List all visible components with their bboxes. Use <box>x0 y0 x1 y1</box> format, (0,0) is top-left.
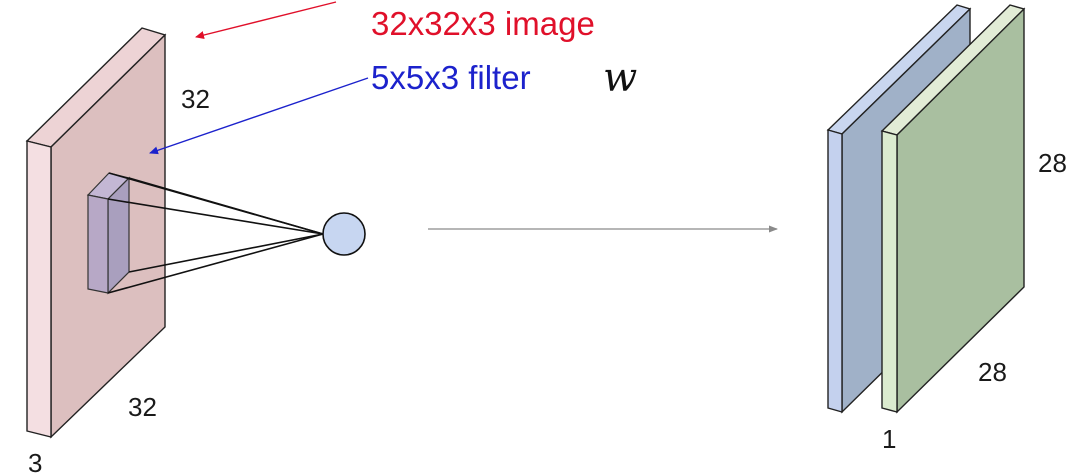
filter-pointer-arrow <box>149 77 369 155</box>
filter-label: 5x5x3 filter <box>371 59 531 96</box>
input-volume-front <box>26 140 52 438</box>
input-height-label: 32 <box>181 84 210 114</box>
filter-label-text: 5x5x3 filter <box>371 59 531 96</box>
map-width-label: 28 <box>978 357 1007 387</box>
output-neuron <box>322 212 366 256</box>
filter-face <box>107 176 130 295</box>
image-label: 32x32x3 image <box>371 5 595 42</box>
activation-map-1-front <box>827 129 843 413</box>
filter-front <box>87 194 109 294</box>
filter-volume <box>86 172 131 295</box>
input-width-label: 32 <box>128 392 157 422</box>
map-height-label: 28 <box>1038 148 1067 178</box>
image-pointer-arrow <box>195 1 337 39</box>
filter-symbol: w <box>603 55 637 101</box>
receptive-field-lines <box>107 172 324 294</box>
input-depth-label: 3 <box>28 448 42 475</box>
map-count-label: 1 <box>882 424 896 454</box>
activation-map-2-front <box>881 130 898 413</box>
activation-map-2 <box>880 4 1026 414</box>
